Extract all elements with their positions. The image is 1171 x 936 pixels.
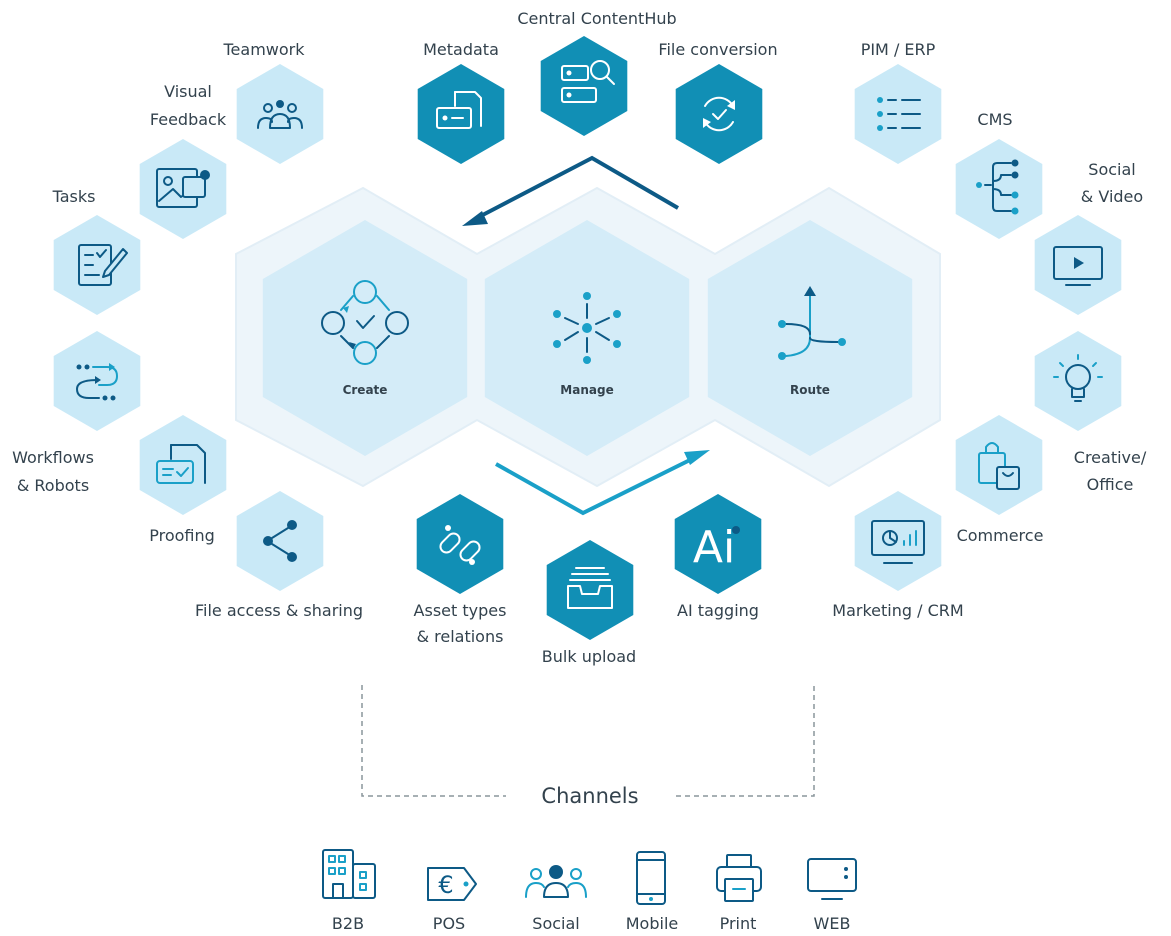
core-route[interactable]: Route [707,220,913,456]
inbox-tray-icon [567,567,613,609]
visual-feedback-node[interactable] [139,139,227,239]
cms-node[interactable] [955,139,1043,239]
lightbulb-icon [1053,354,1103,402]
ai-tagging-node[interactable]: Ai [674,494,762,594]
central-contenthub-node[interactable] [540,36,628,136]
label-asset-types-2: & relations [417,627,504,646]
svg-text:Ai: Ai [693,522,735,573]
channel-mobile[interactable] [636,851,666,905]
top-arrow [462,155,680,226]
core-create[interactable]: Create [262,220,468,456]
channel-label-print: Print [720,914,757,933]
hub-network-icon [553,292,621,364]
people-group-icon [257,100,303,129]
dashboard-monitor-icon [871,520,925,564]
smartphone-icon [636,851,666,905]
core-label-manage: Manage [560,383,613,397]
label-creative-office-1: Creative/ [1074,448,1147,467]
label-cms: CMS [977,110,1012,129]
proofing-node[interactable] [139,415,227,515]
core-manage[interactable]: Manage [484,220,690,456]
core-label-route: Route [790,383,830,397]
cycle-check-icon [321,280,409,365]
channel-label-web: WEB [814,914,851,933]
share-icon [263,520,297,562]
label-bulk-upload: Bulk upload [542,647,636,666]
refresh-check-icon [703,96,735,132]
workflows-node[interactable] [53,331,141,431]
channel-label-pos: POS [433,914,465,933]
workflow-arrows-icon [76,363,118,401]
people-group-icon [525,865,587,898]
video-screen-icon [1053,246,1103,286]
checklist-pen-icon [78,244,128,286]
label-teamwork: Teamwork [222,40,305,59]
ai-icon: Ai [693,522,740,573]
commerce-node[interactable] [955,415,1043,515]
teamwork-node[interactable] [236,64,324,164]
label-pim-erp: PIM / ERP [861,40,936,59]
printer-icon [716,854,762,902]
label-commerce: Commerce [957,526,1044,545]
channel-web[interactable] [807,858,857,900]
label-social-video-1: Social [1088,160,1135,179]
tasks-node[interactable] [53,215,141,315]
document-check-icon [156,444,206,484]
link-icon [439,525,481,565]
price-tag-icon: € [427,867,477,901]
label-metadata: Metadata [423,40,499,59]
channel-pos[interactable]: € [427,867,477,901]
metadata-card-icon [436,91,482,129]
channels-title: Channels [541,784,638,808]
label-file-access: File access & sharing [195,601,363,620]
label-marketing-crm: Marketing / CRM [832,601,963,620]
channel-social[interactable] [525,865,587,898]
social-video-node[interactable] [1034,215,1122,315]
file-conversion-node[interactable] [675,64,763,164]
label-file-conversion: File conversion [658,40,777,59]
metadata-node[interactable] [417,64,505,164]
label-creative-office-2: Office [1087,475,1134,494]
tree-icon [976,159,1019,215]
marketing-crm-node[interactable] [854,491,942,591]
monitor-icon [807,858,857,900]
fork-arrow-icon [778,286,846,360]
channels-bracket [361,685,815,797]
label-workflows-1: Workflows [12,448,94,467]
label-proofing: Proofing [149,526,215,545]
building-icon [322,849,376,899]
label-workflows-2: & Robots [17,476,89,495]
svg-text:€: € [438,871,453,899]
channel-label-mobile: Mobile [626,914,678,933]
label-social-video-2: & Video [1081,187,1143,206]
image-comment-icon [156,168,210,208]
server-search-icon [561,60,615,103]
label-visual-feedback-1: Visual [164,82,212,101]
creative-office-node[interactable] [1034,331,1122,431]
label-central-contenthub: Central ContentHub [517,9,676,28]
core-label-create: Create [343,383,388,397]
file-access-node[interactable] [236,491,324,591]
pim-erp-node[interactable] [854,64,942,164]
channel-label-b2b: B2B [332,914,364,933]
channel-print[interactable] [716,854,762,902]
label-asset-types-1: Asset types [414,601,507,620]
bulk-upload-node[interactable] [546,540,634,640]
channel-label-social: Social [532,914,579,933]
label-visual-feedback-2: Feedback [150,110,227,129]
channel-b2b[interactable] [322,849,376,899]
bottom-arrow [495,450,710,516]
list-icon [877,97,921,131]
asset-types-node[interactable] [416,494,504,594]
label-ai-tagging: AI tagging [677,601,759,620]
label-tasks: Tasks [52,187,96,206]
shopping-bags-icon [978,442,1020,490]
